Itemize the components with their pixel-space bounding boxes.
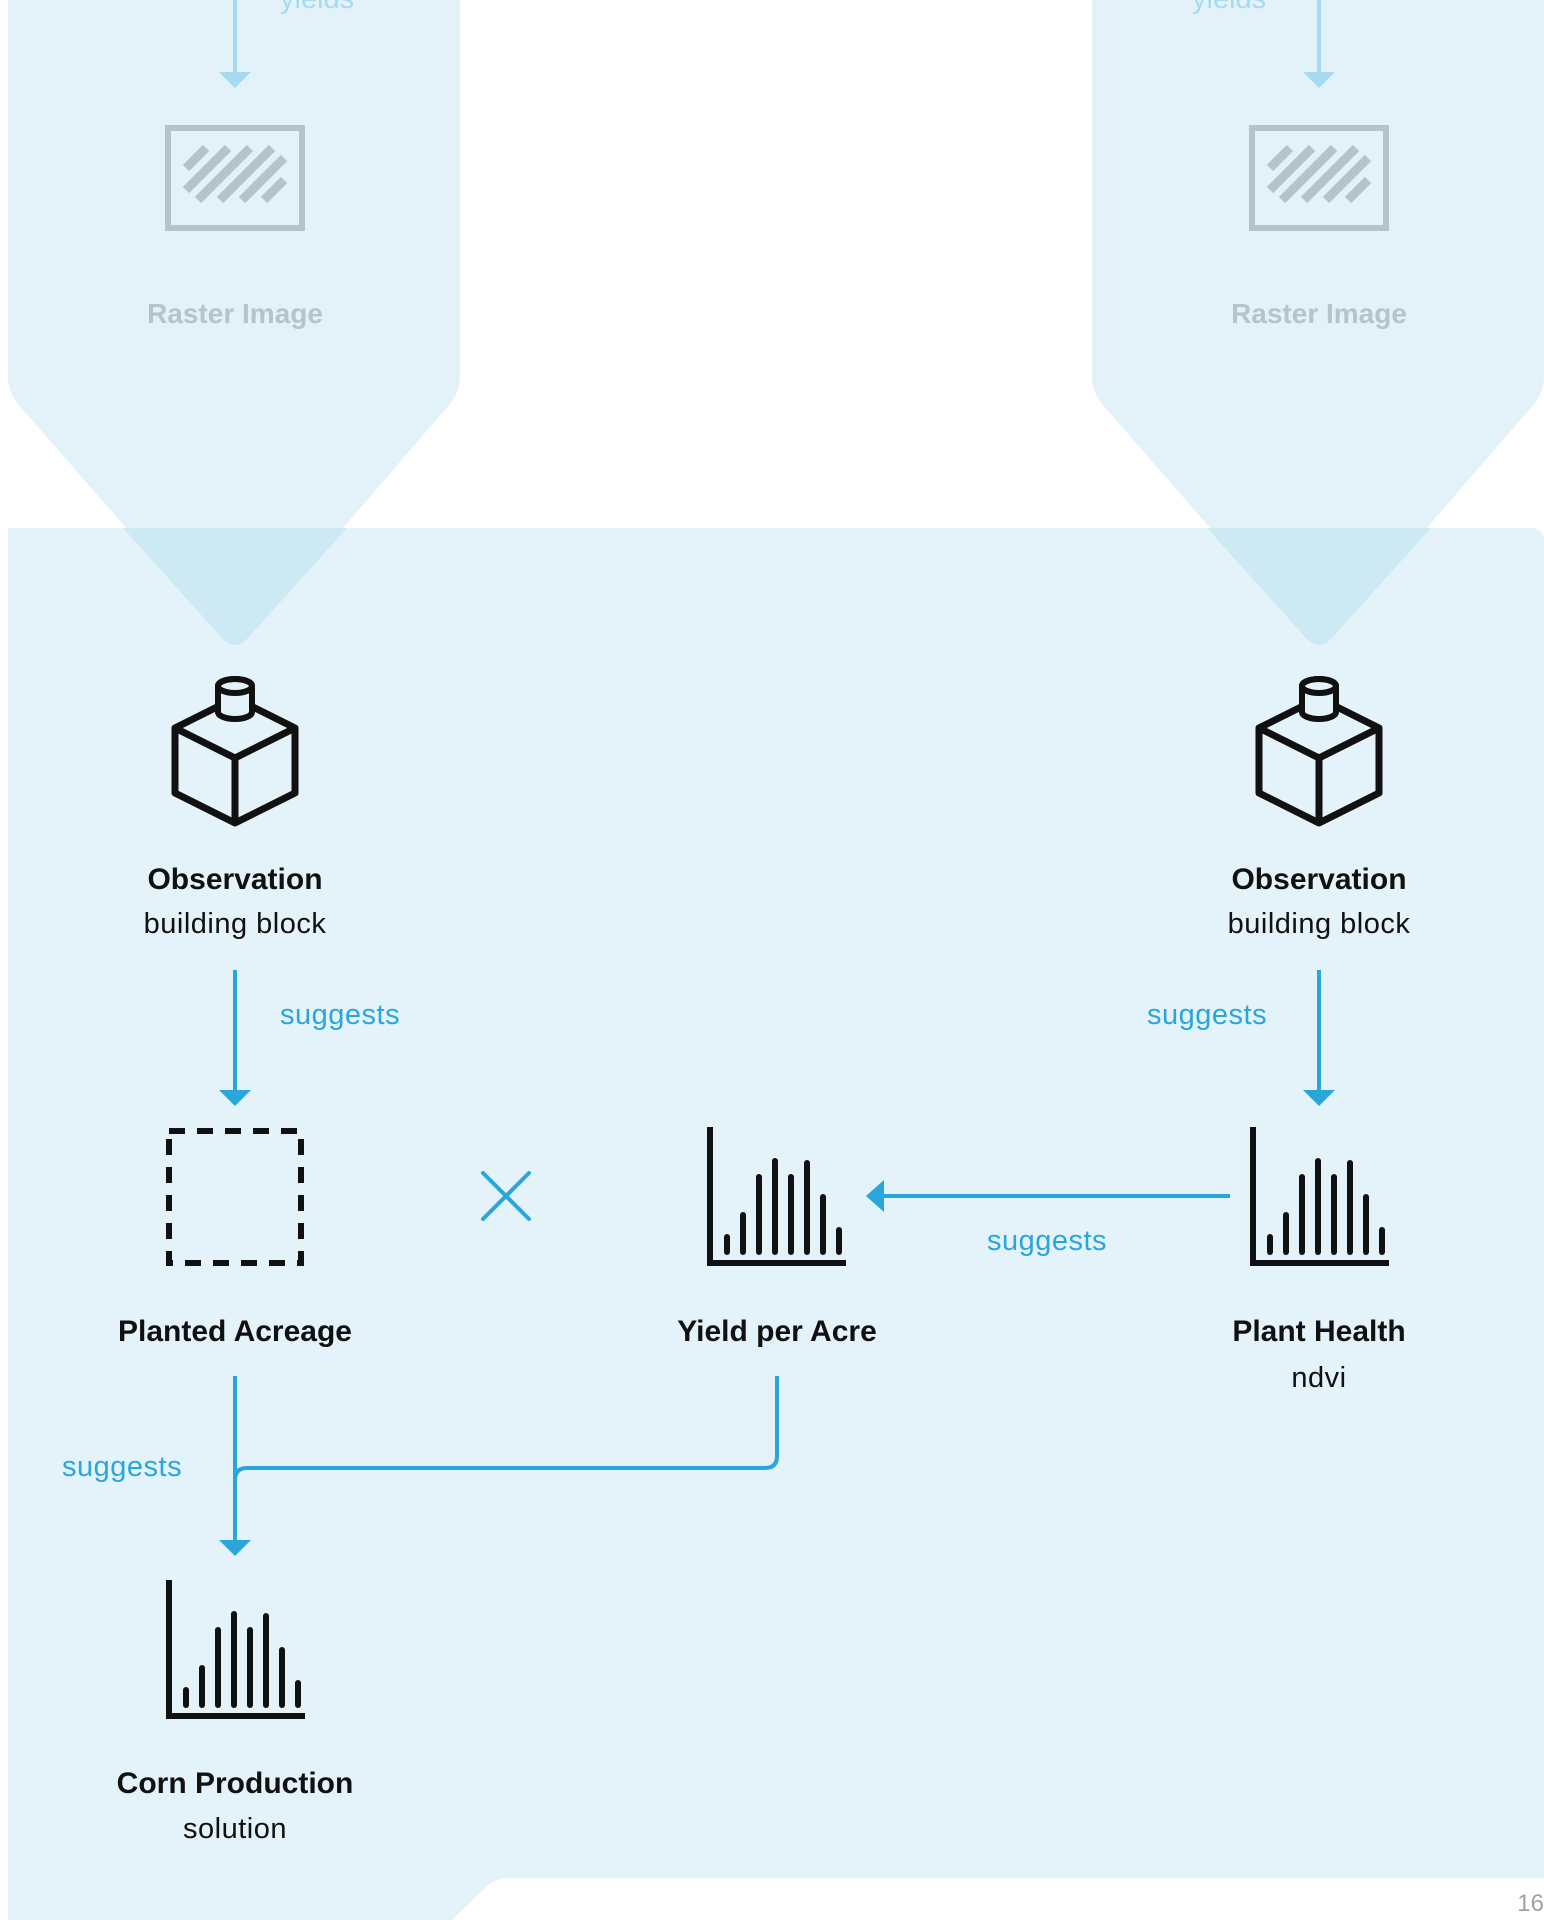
- yields-arrowhead-right: [1303, 72, 1335, 88]
- corn-production-title: Corn Production: [117, 1767, 354, 1800]
- arrowhead-corn: [219, 1540, 251, 1556]
- multiply-icon: [481, 1171, 531, 1221]
- observation-right-title: Observation: [1231, 863, 1406, 896]
- raster-image-label-right: Raster Image: [1231, 298, 1407, 329]
- arrowhead-obs-right-health: [1303, 1090, 1335, 1106]
- yields-label-right: yields: [1192, 0, 1266, 15]
- raster-image-label-left: Raster Image: [147, 298, 323, 329]
- observation-left-subtitle: building block: [144, 908, 327, 940]
- dashed-square-icon: [166, 1128, 304, 1266]
- observation-left-title: Observation: [147, 863, 322, 896]
- edge-label-corn: suggests: [62, 1451, 182, 1483]
- observation-right-subtitle: building block: [1228, 908, 1411, 940]
- edge-label-obs-left: suggests: [280, 999, 400, 1031]
- connector-yield-corn: [233, 1376, 779, 1481]
- plant-health-title: Plant Health: [1232, 1315, 1405, 1348]
- corn-production-subtitle: solution: [183, 1813, 287, 1845]
- yield-per-acre-title: Yield per Acre: [677, 1315, 877, 1348]
- edge-label-health-yield: suggests: [987, 1225, 1107, 1257]
- right-funnel: [1092, 0, 1544, 645]
- edge-label-obs-right: suggests: [1147, 999, 1267, 1031]
- yields-arrowhead-left: [219, 72, 251, 88]
- arrowhead-obs-left-acreage: [219, 1090, 251, 1106]
- page-number: 16: [1517, 1890, 1544, 1917]
- plant-health-subtitle: ndvi: [1291, 1362, 1346, 1394]
- arrowhead-health-yield: [866, 1180, 884, 1212]
- right-funnel-overlap: [1207, 528, 1431, 645]
- planted-acreage-title: Planted Acreage: [118, 1315, 352, 1348]
- left-funnel-overlap: [123, 528, 347, 645]
- left-funnel: [8, 0, 460, 645]
- yields-label-left: yields: [280, 0, 354, 15]
